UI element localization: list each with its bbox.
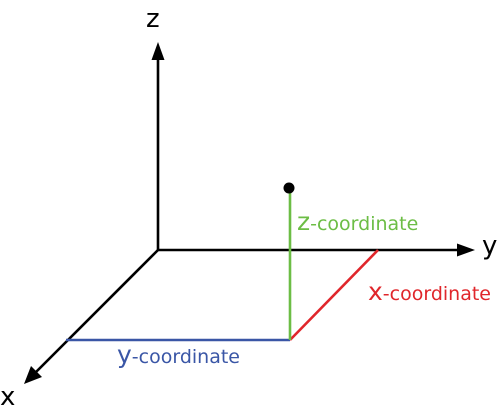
z-coordinate-letter: z [297, 207, 310, 236]
x-axis-label: x [0, 382, 15, 412]
x-arrowhead [24, 366, 42, 384]
z-axis-label: z [146, 4, 160, 34]
x-coordinate-label: x-coordinate [368, 277, 491, 306]
y-coordinate-label: y-coordinate [117, 340, 240, 369]
y-arrowhead [457, 243, 475, 257]
y-axis-label: y [482, 231, 497, 261]
z-coordinate-suffix: -coordinate [310, 213, 418, 235]
y-coordinate-suffix: -coordinate [132, 346, 240, 368]
x-axis [29, 249, 159, 379]
axes [29, 52, 466, 379]
z-arrowhead [151, 42, 165, 60]
x-coordinate-line [289, 249, 379, 341]
x-coordinate-suffix: -coordinate [383, 283, 491, 305]
point-marker [283, 182, 295, 194]
y-coordinate-letter: y [117, 340, 132, 369]
arrowheads [24, 42, 475, 384]
z-coordinate-label: z-coordinate [297, 207, 418, 236]
x-coordinate-letter: x [368, 277, 383, 306]
